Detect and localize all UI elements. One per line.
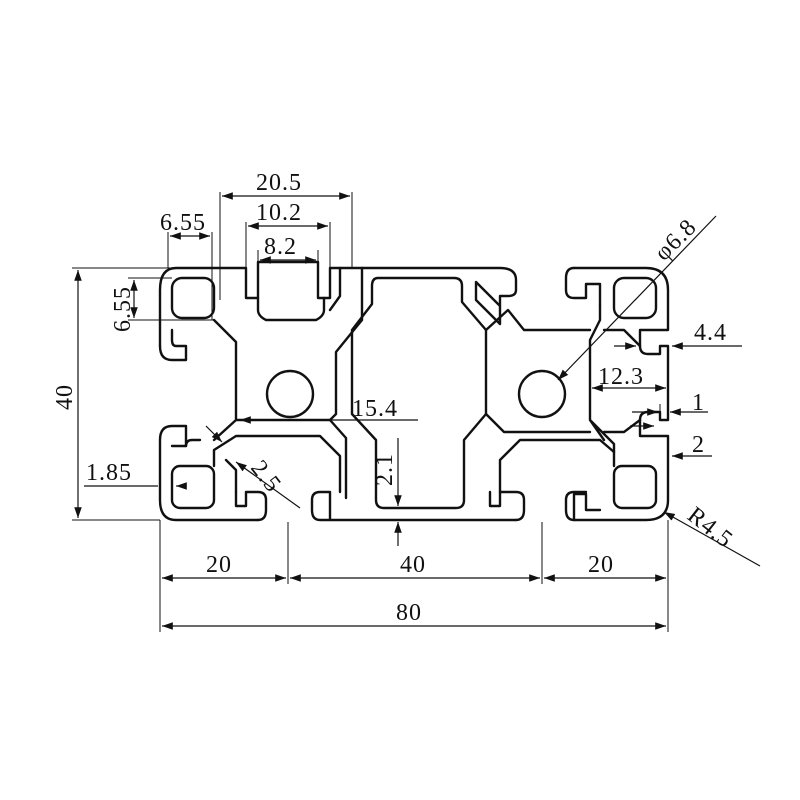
dimension-lines xyxy=(72,192,761,632)
left-upper-hook xyxy=(158,328,188,362)
dim-wall-2: 2 xyxy=(692,432,705,458)
dim-slot-depth-b: 12.3 xyxy=(598,364,644,390)
dim-bore-diameter: φ6.8 xyxy=(650,214,702,266)
dim-left-unit: 20 xyxy=(206,552,232,578)
center-bottom-slot-left xyxy=(234,490,268,522)
dim-lip-height: 6.55 xyxy=(110,286,136,332)
dim-center-wall: 2.1 xyxy=(372,453,398,486)
left-bore xyxy=(265,369,315,419)
dim-overall-width: 80 xyxy=(396,600,422,626)
center-cavity xyxy=(350,276,488,510)
cavity-bottom-right xyxy=(612,464,658,510)
dim-overall-height: 40 xyxy=(52,384,78,410)
cavity-top-right xyxy=(612,276,658,320)
right-top-slot xyxy=(564,266,602,308)
dimension-labels: 80 20 40 20 40 20.5 10.2 8.2 6.55 6.55 φ… xyxy=(52,170,738,626)
dim-slot-outer-width: 20.5 xyxy=(256,170,302,196)
dim-slot-opening: 8.2 xyxy=(264,234,297,260)
cavity-top-left xyxy=(170,276,216,320)
dim-edge-wall: 1.85 xyxy=(86,460,132,486)
dim-web-thickness: 15.4 xyxy=(352,396,398,422)
right-lower-web xyxy=(498,438,616,494)
profile-outline xyxy=(158,260,670,522)
dim-slot-inner-width: 10.2 xyxy=(256,200,302,226)
dim-lip-width: 6.55 xyxy=(160,210,206,236)
dim-right-unit: 20 xyxy=(588,552,614,578)
center-bottom-slot-right xyxy=(488,490,526,522)
dim-corner-radius: R4.5 xyxy=(682,502,737,553)
left-lower-hook xyxy=(184,438,202,448)
dim-middle-unit: 40 xyxy=(400,552,426,578)
right-bore xyxy=(517,369,567,419)
right-web xyxy=(484,304,642,468)
dim-wall-1: 1 xyxy=(692,390,705,416)
dim-slot-depth-a: 4.4 xyxy=(694,320,727,346)
right-bottom-slot xyxy=(564,490,588,522)
cavity-bottom-left xyxy=(170,464,216,510)
